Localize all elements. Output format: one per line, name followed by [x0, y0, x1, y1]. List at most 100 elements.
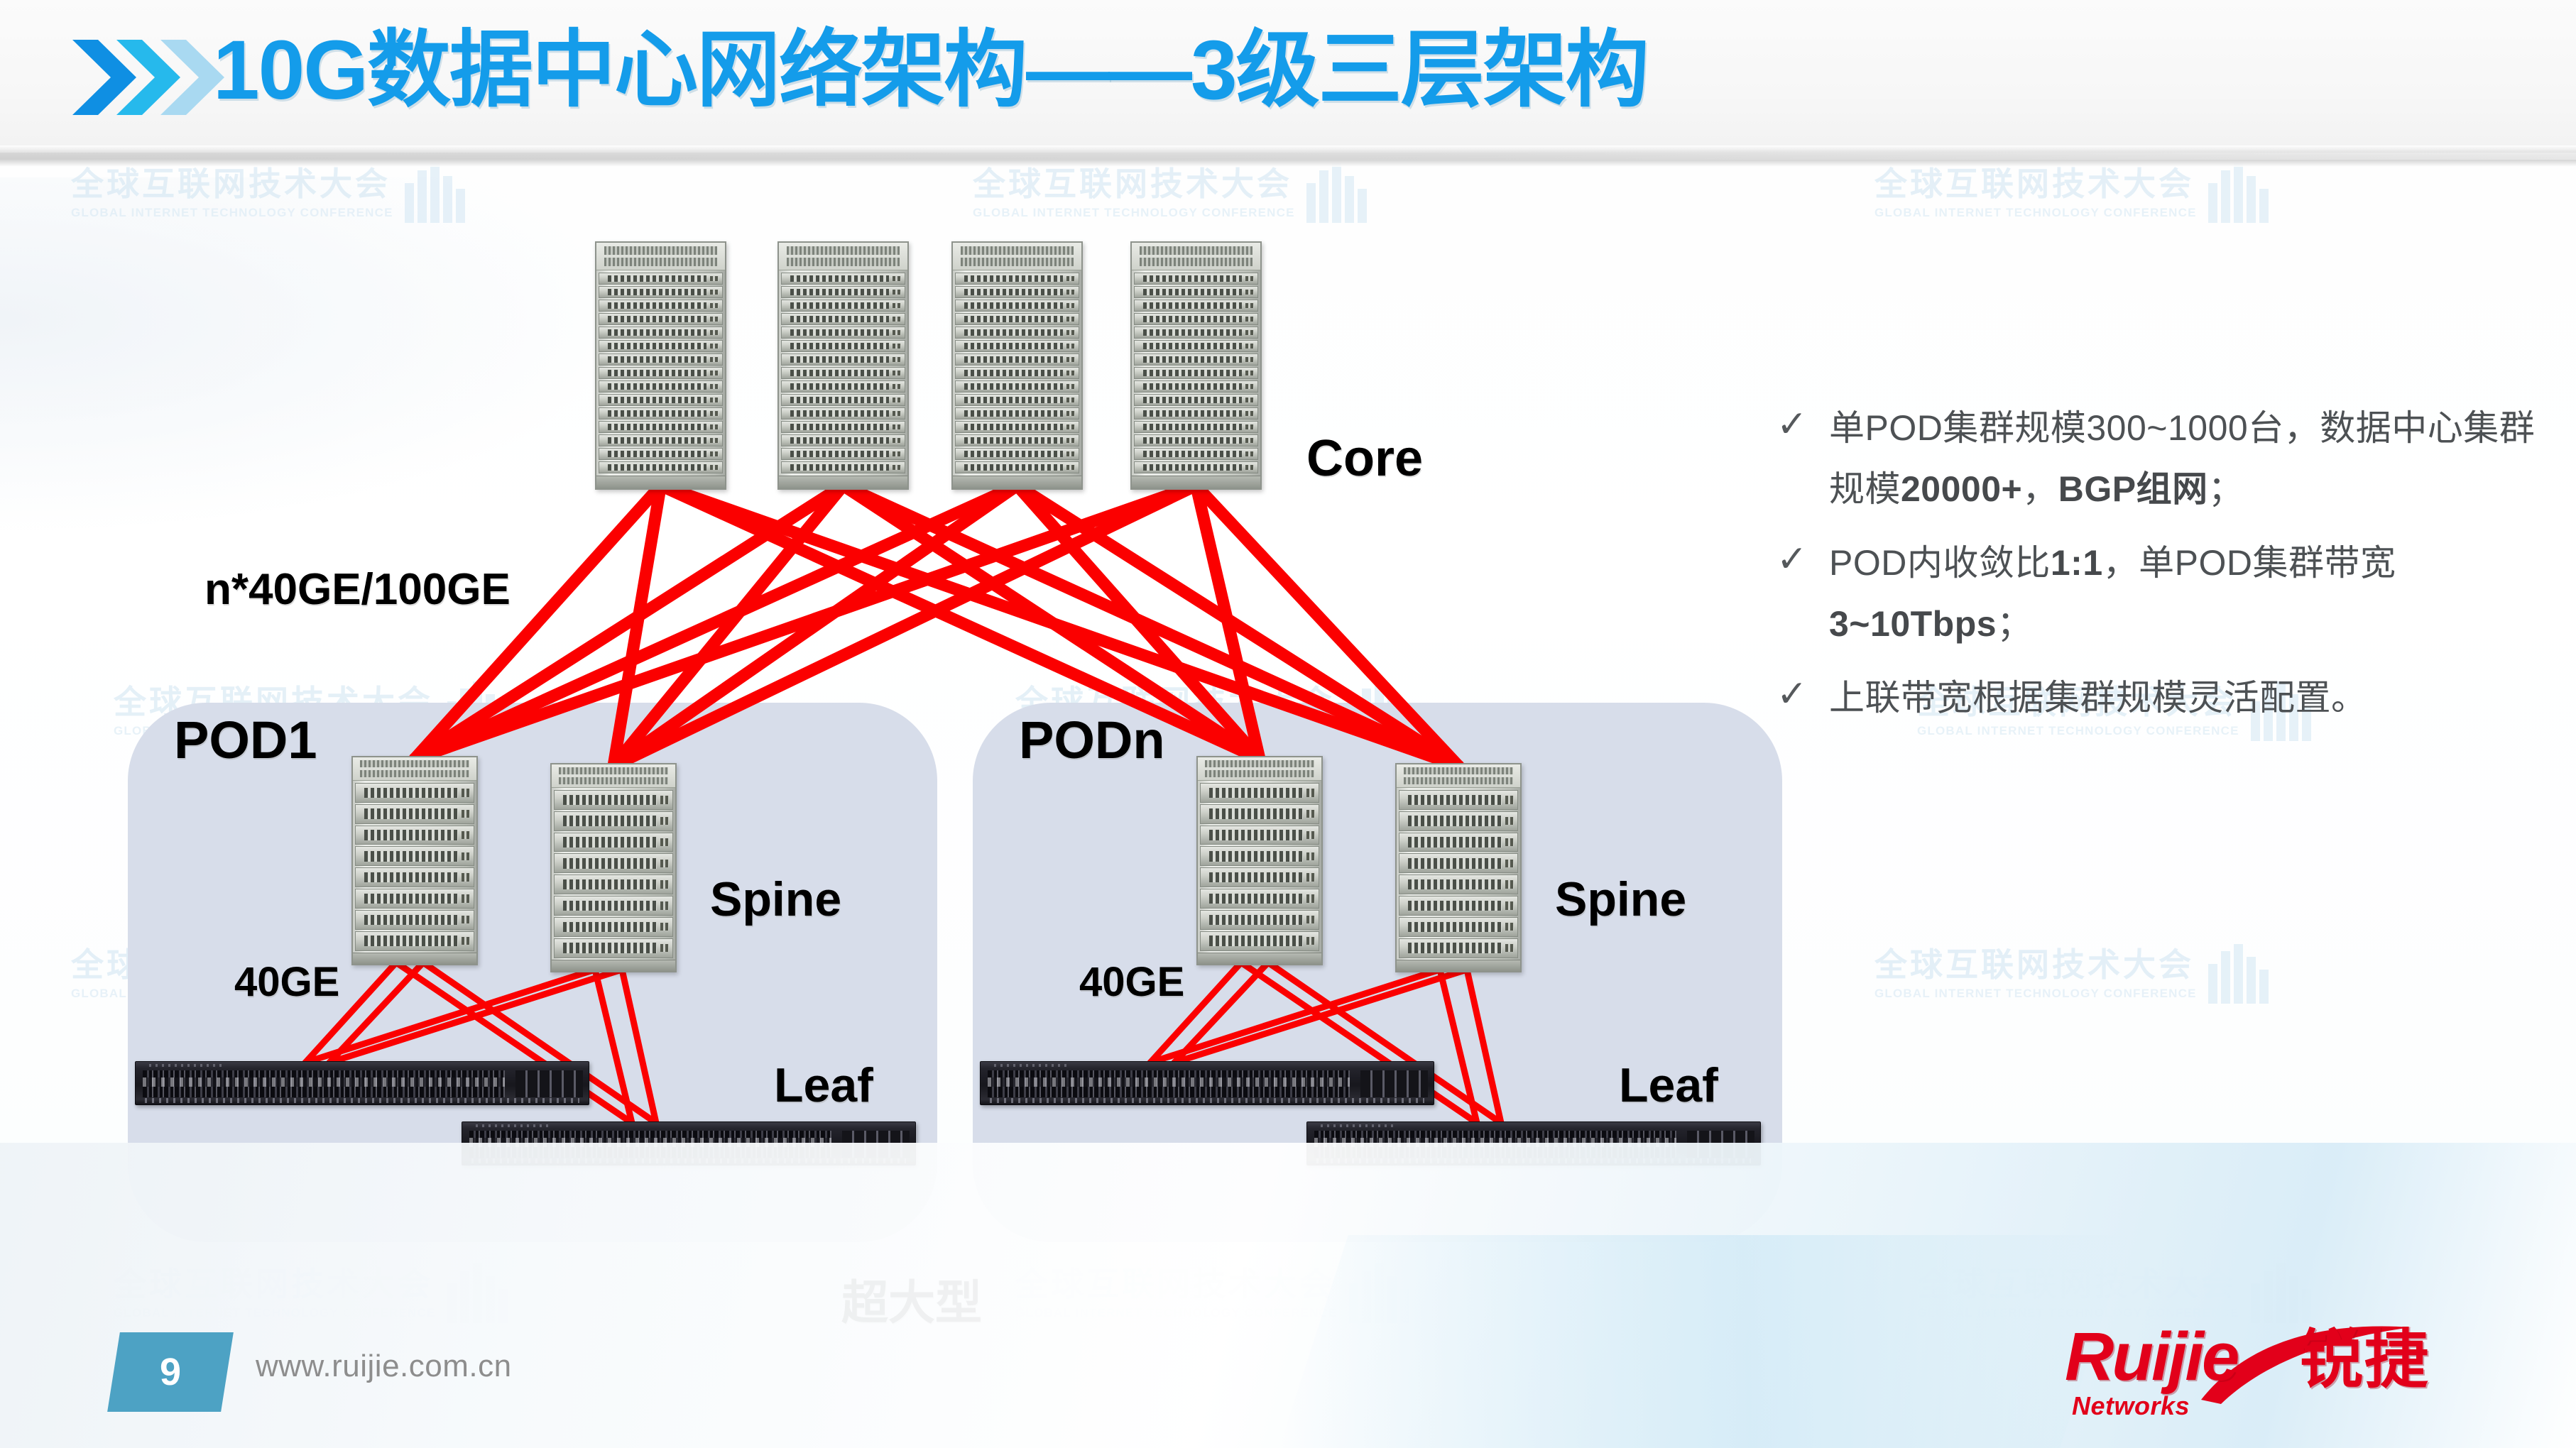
spine-switch-4[interactable]	[1395, 763, 1522, 972]
line-card	[599, 366, 723, 379]
line-card	[355, 803, 474, 824]
line-card	[955, 393, 1079, 406]
page-title: 10G数据中心网络架构——3级三层架构	[213, 23, 1649, 117]
line-card	[781, 339, 905, 352]
leaf-led-row	[144, 1098, 580, 1103]
bullet-item-1: ✓ 单POD集群规模300~1000台，数据中心集群规模20000+，BGP组网；	[1768, 397, 2563, 520]
spine-switch-2[interactable]	[550, 763, 677, 972]
website-link[interactable]: www.ruijie.com.cn	[256, 1349, 512, 1383]
chassis-base	[353, 953, 476, 964]
line-card	[955, 300, 1079, 312]
line-card	[781, 366, 905, 379]
line-card	[1399, 832, 1518, 852]
line-card	[554, 874, 673, 895]
bullet-item-2: ✓ POD内收敛比1:1，单POD集群带宽3~10Tbps；	[1768, 532, 2563, 654]
core-switch-4[interactable]	[1130, 241, 1262, 490]
line-card	[554, 832, 673, 852]
core-switch-3[interactable]	[951, 241, 1083, 490]
line-card	[554, 790, 673, 810]
line-card	[781, 447, 905, 460]
line-card	[1134, 273, 1258, 285]
line-card	[599, 434, 723, 446]
line-card	[1134, 313, 1258, 325]
chassis-base	[953, 475, 1081, 488]
line-card	[1134, 326, 1258, 339]
line-card	[1134, 407, 1258, 419]
supervisor-module	[953, 243, 1081, 271]
line-card	[355, 867, 474, 888]
line-card	[955, 447, 1079, 460]
line-card	[955, 420, 1079, 433]
line-card	[1134, 380, 1258, 393]
chassis-base	[596, 475, 725, 488]
line-card	[955, 286, 1079, 299]
line-card	[781, 420, 905, 433]
supervisor-module	[552, 764, 675, 788]
chassis-base	[552, 960, 675, 971]
chassis-base	[779, 475, 907, 488]
pod1-leaf-label: Leaf	[774, 1058, 873, 1112]
chassis-base	[1132, 475, 1260, 488]
slide-header	[0, 0, 2576, 153]
pod1-spine-label: Spine	[710, 872, 842, 926]
line-card	[599, 313, 723, 325]
bullet-item-3: ✓上联带宽根据集群规模灵活配置。	[1768, 667, 2563, 728]
check-mark-icon: ✓	[1777, 404, 1808, 445]
pod1-label: POD1	[174, 711, 317, 769]
line-card	[781, 407, 905, 419]
bullet-text-2: POD内收敛比1:1，单POD集群带宽3~10Tbps；	[1829, 543, 2396, 644]
line-card	[955, 407, 1079, 419]
line-card	[781, 326, 905, 339]
line-card	[355, 783, 474, 803]
supervisor-module	[353, 757, 476, 781]
line-card	[554, 853, 673, 874]
podn-label: PODn	[1019, 711, 1165, 769]
leaf-faceplate	[981, 1062, 1434, 1070]
check-mark-icon: ✓	[1777, 539, 1808, 580]
spine-switch-3[interactable]	[1196, 756, 1323, 965]
line-card	[781, 273, 905, 285]
line-card	[554, 916, 673, 937]
line-card	[955, 326, 1079, 339]
logo-wordmark: Ruijie	[2065, 1319, 2239, 1395]
line-card	[1200, 783, 1319, 803]
line-card	[1399, 790, 1518, 810]
core-switch-2[interactable]	[777, 241, 909, 490]
line-card	[1200, 825, 1319, 845]
line-card	[599, 339, 723, 352]
line-card	[599, 407, 723, 419]
podn-downlink-label: 40GE	[1079, 959, 1185, 1005]
line-card	[955, 339, 1079, 352]
background-bottom-sweep	[0, 1143, 2576, 1448]
line-card	[955, 461, 1079, 473]
line-card	[955, 273, 1079, 285]
line-card	[781, 393, 905, 406]
triple-chevron-right-icon	[68, 34, 224, 121]
line-card	[554, 938, 673, 958]
supervisor-module	[1198, 757, 1321, 781]
line-card	[1134, 434, 1258, 446]
line-card	[1399, 896, 1518, 916]
line-card	[1399, 811, 1518, 831]
supervisor-module	[779, 243, 907, 271]
background-topleft-wash	[0, 177, 639, 532]
line-card	[554, 811, 673, 831]
line-card	[1200, 889, 1319, 909]
core-switch-1[interactable]	[595, 241, 726, 490]
leaf-faceplate	[462, 1122, 915, 1130]
line-card	[599, 461, 723, 473]
logo-swoosh-icon	[2201, 1326, 2411, 1404]
podn-leaf-label: Leaf	[1619, 1058, 1718, 1112]
line-card	[1134, 420, 1258, 433]
leaf-qsfp-ports	[1360, 1070, 1429, 1098]
logo-subtitle: Networks	[2072, 1391, 2190, 1420]
page-number: 9	[159, 1351, 182, 1393]
leaf-switch-3[interactable]	[980, 1061, 1434, 1105]
line-card	[955, 366, 1079, 379]
background-bottom-highlight	[1279, 1235, 2129, 1448]
bullet-text-1: 单POD集群规模300~1000台，数据中心集群规模20000+，BGP组网；	[1829, 408, 2536, 509]
leaf-switch-1[interactable]	[135, 1061, 589, 1105]
line-card	[955, 434, 1079, 446]
spine-switch-1[interactable]	[351, 756, 478, 965]
